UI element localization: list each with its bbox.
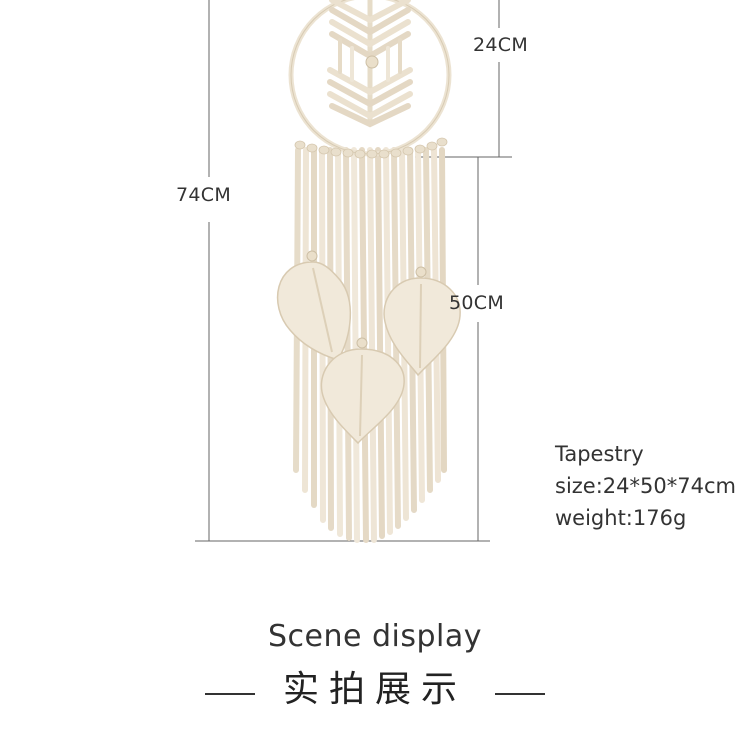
product-info: Tapestry size:24*50*74cm weight:176g bbox=[555, 438, 736, 534]
tassel-length-dimension-label: 50CM bbox=[449, 292, 505, 314]
wood-bead-icon bbox=[365, 55, 379, 69]
product-size: size:24*50*74cm bbox=[555, 474, 736, 498]
scene-display-title: Scene display bbox=[267, 619, 483, 654]
total-length-dimension-label: 74CM bbox=[176, 184, 232, 206]
leaf-feather-center bbox=[320, 337, 405, 445]
width-dimension-label: 24CM bbox=[473, 34, 529, 56]
scene-display-title-cn: 实拍展示 bbox=[282, 669, 467, 710]
leaf-feather-left bbox=[276, 250, 351, 361]
product-name: Tapestry bbox=[555, 442, 644, 466]
footer-dash-right bbox=[495, 693, 545, 695]
ring-knots bbox=[294, 137, 448, 159]
inner-feather-pattern bbox=[327, 0, 413, 128]
footer-dash-left bbox=[205, 693, 255, 695]
product-weight: weight:176g bbox=[555, 506, 687, 530]
leaf-feather-right bbox=[383, 266, 461, 377]
